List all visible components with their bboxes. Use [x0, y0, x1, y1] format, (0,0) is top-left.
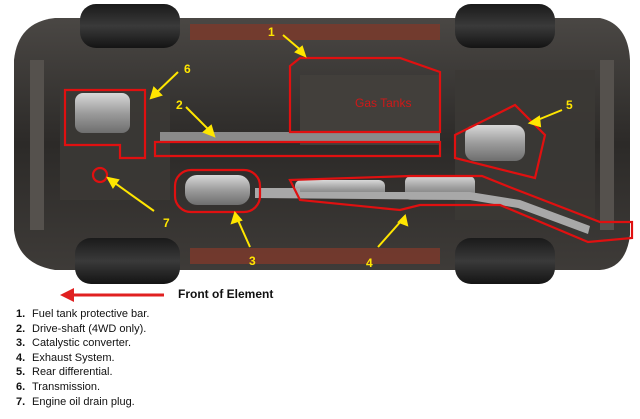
legend-number: 4.	[16, 351, 26, 364]
front-left-tire	[80, 4, 180, 48]
oil-drain-plug-outline	[91, 166, 109, 184]
arrow-3	[236, 217, 251, 248]
arrow-4	[377, 219, 403, 248]
arrow-2	[185, 106, 211, 132]
legend-text: Transmission.	[32, 380, 101, 393]
catalytic-converter-shape	[185, 175, 250, 205]
driveshaft-outline	[153, 140, 442, 158]
legend-text: Catalystic converter.	[32, 337, 132, 350]
rear-right-tire	[455, 238, 555, 284]
callout-2: 2	[176, 98, 183, 112]
front-direction-indicator: Front of Element	[58, 286, 318, 304]
gas-tanks-label: Gas Tanks	[355, 96, 411, 110]
exhaust-outline	[288, 174, 634, 244]
legend-number: 3.	[16, 337, 26, 350]
rear-differential-outline	[453, 103, 547, 180]
legend-item: 3. Catalystic converter.	[16, 336, 346, 351]
legend-item: 5. Rear differential.	[16, 365, 346, 380]
fuel-tank-outline	[288, 56, 442, 134]
left-arrow-icon	[60, 288, 164, 302]
legend-number: 5.	[16, 366, 26, 379]
transmission-outline	[63, 88, 147, 160]
legend-number: 2.	[16, 322, 26, 335]
legend-number: 6.	[16, 380, 26, 393]
callout-1: 1	[268, 25, 275, 39]
catalytic-converter-outline	[173, 168, 262, 214]
legend-text: Rear differential.	[32, 366, 113, 379]
legend-number: 1.	[16, 308, 26, 320]
undercarriage-diagram: Gas Tanks 1 2 3 4 5 6 7	[14, 4, 634, 284]
front-of-element-label: Front of Element	[178, 287, 274, 301]
parts-legend: 1. Fuel tank protective bar. 2. Drive-shaf…	[16, 307, 346, 409]
tires	[75, 4, 555, 284]
arrow-7	[111, 180, 155, 212]
legend-text: Drive-shaft (4WD only).	[32, 322, 147, 335]
transmission-housing	[75, 93, 130, 133]
callout-6: 6	[184, 62, 191, 76]
legend-item: 6. Transmission.	[16, 380, 346, 395]
legend-item: 7. Engine oil drain plug.	[16, 395, 346, 410]
rear-left-tire	[455, 4, 555, 48]
legend-item: 1. Fuel tank protective bar.	[16, 307, 346, 322]
legend-text: Fuel tank protective bar.	[32, 308, 150, 320]
callout-5: 5	[566, 98, 573, 112]
legend-item: 2. Drive-shaft (4WD only).	[16, 322, 346, 337]
callout-7: 7	[163, 216, 170, 230]
legend-number: 7.	[16, 395, 26, 408]
highlight-outlines	[63, 56, 634, 244]
legend-text: Exhaust System.	[32, 351, 115, 364]
callout-arrows	[106, 34, 563, 248]
rear-differential-housing	[465, 125, 525, 161]
callout-4: 4	[366, 256, 373, 270]
callout-3: 3	[249, 254, 256, 268]
legend-item: 4. Exhaust System.	[16, 351, 346, 366]
legend-text: Engine oil drain plug.	[32, 395, 135, 408]
front-right-tire	[75, 238, 180, 284]
arrow-6	[154, 71, 179, 95]
